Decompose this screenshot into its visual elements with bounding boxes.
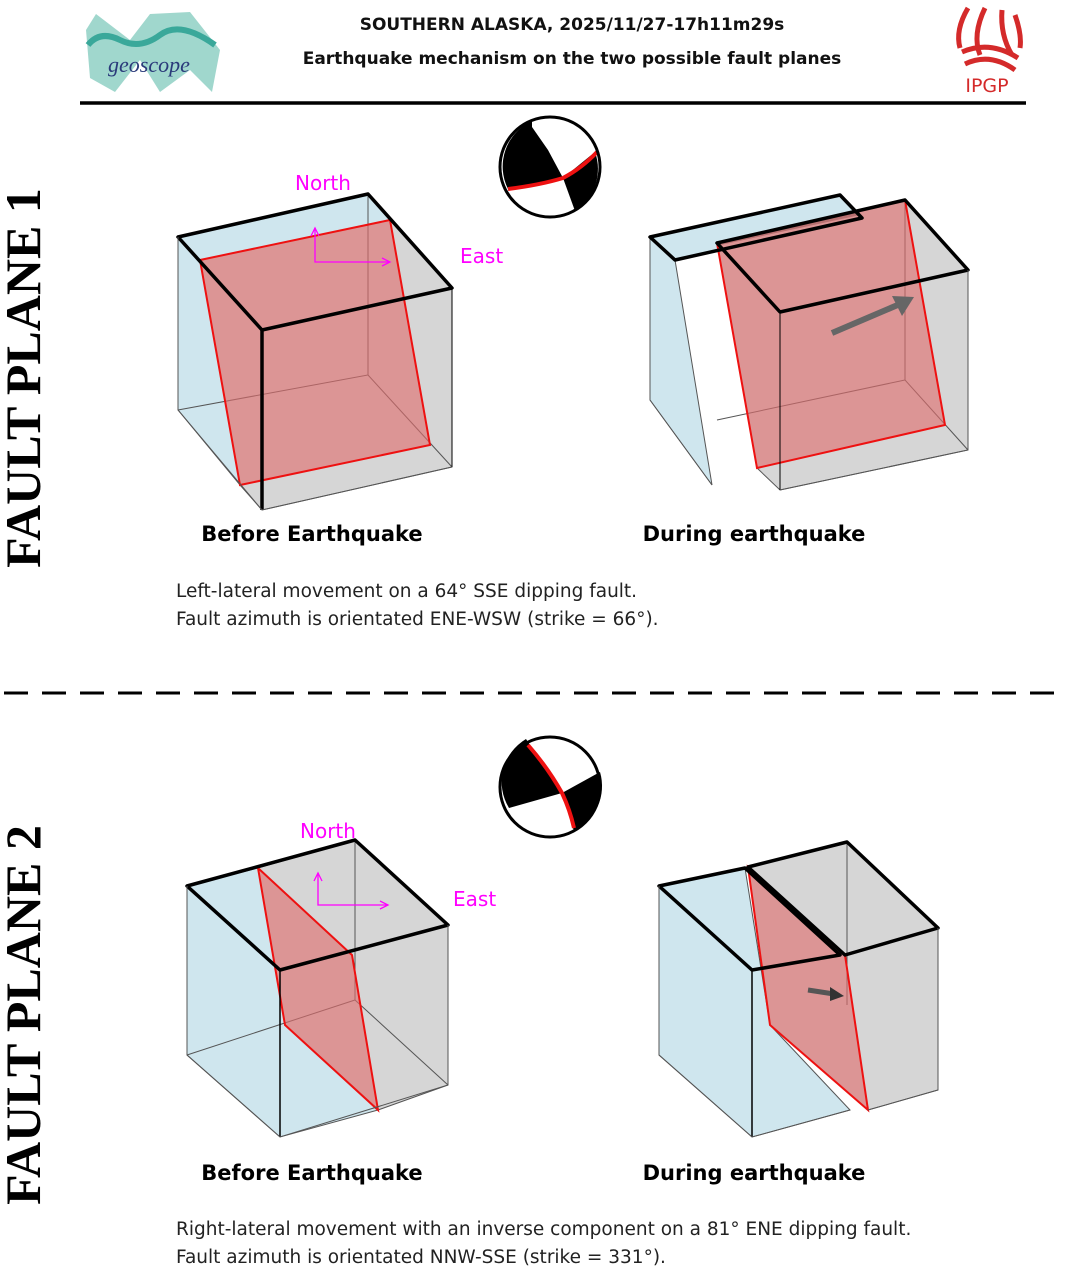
- description-line-1: Right-lateral movement with an inverse c…: [176, 1219, 911, 1240]
- before-caption: Before Earthquake: [201, 1161, 422, 1185]
- compass-plane-2: North East: [300, 819, 496, 911]
- during-caption: During earthquake: [643, 522, 866, 546]
- during-caption: During earthquake: [643, 1161, 866, 1185]
- slip-arrow: [807, 987, 844, 1001]
- svg-text:geoscope: geoscope: [108, 52, 190, 77]
- compass-plane-1: North East: [295, 171, 503, 268]
- east-label: East: [453, 887, 496, 911]
- block-during-plane-2: [657, 840, 940, 1138]
- north-label: North: [300, 819, 356, 843]
- fault-plane: [256, 865, 380, 1113]
- beachball-plane-1: [498, 115, 602, 219]
- svg-text:IPGP: IPGP: [965, 75, 1008, 97]
- beachball-plane-2: [498, 735, 603, 839]
- slip-arrow: [830, 296, 914, 336]
- fault-plane-1-label: FAULT PLANE 1: [0, 188, 51, 568]
- fault-plane: [715, 198, 947, 470]
- ipgp-logo: IPGP: [956, 6, 1023, 97]
- north-label: North: [295, 171, 351, 195]
- fault-plane-2-label: FAULT PLANE 2: [0, 825, 51, 1205]
- description-line-1: Left-lateral movement on a 64° SSE dippi…: [176, 581, 637, 602]
- description-line-2: Fault azimuth is orientated NNW-SSE (str…: [176, 1247, 666, 1268]
- block-before-plane-2: [185, 838, 450, 1138]
- block-during-plane-1: [648, 193, 970, 491]
- fault-plane: [198, 218, 432, 487]
- east-label: East: [460, 244, 503, 268]
- header-subtitle: Earthquake mechanism on the two possible…: [303, 49, 842, 69]
- before-caption: Before Earthquake: [201, 522, 422, 546]
- header-title: SOUTHERN ALASKA, 2025/11/27-17h11m29s: [360, 15, 785, 35]
- description-line-2: Fault azimuth is orientated ENE-WSW (str…: [176, 609, 659, 630]
- block-before-plane-1: [176, 192, 454, 511]
- geoscope-logo: geoscope: [85, 12, 220, 92]
